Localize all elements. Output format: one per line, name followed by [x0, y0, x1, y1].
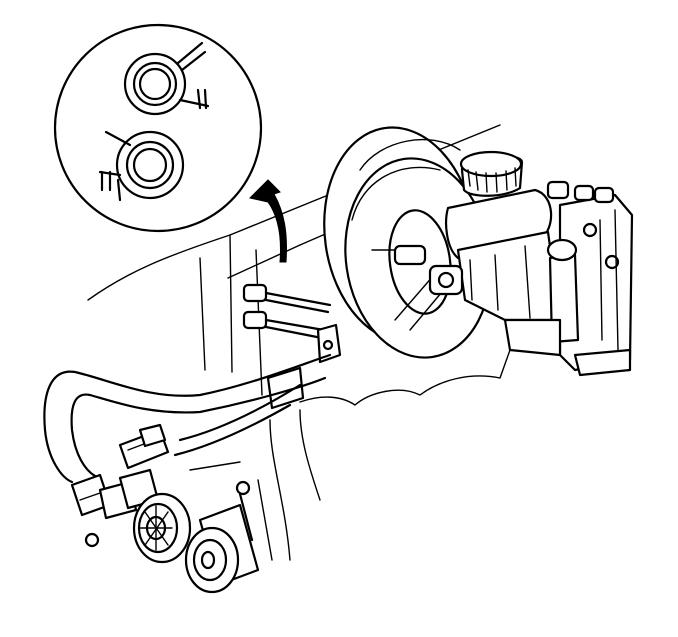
master-cylinder	[393, 150, 562, 322]
upper-fitting-detail	[123, 41, 210, 116]
tensioner-pulley	[184, 479, 273, 594]
pointer-arrow-icon	[249, 179, 287, 263]
hose-assembly	[43, 353, 332, 484]
hose-clamp	[118, 423, 170, 470]
reservoir-cap	[459, 150, 524, 197]
lower-fitting-detail	[98, 130, 185, 202]
idler-pulley	[132, 492, 192, 564]
pipe-bracket	[266, 323, 342, 410]
brake-line-fittings	[242, 283, 332, 340]
master-cylinder-ports	[393, 244, 464, 296]
abs-modulator	[503, 180, 634, 377]
detail-magnifier	[53, 23, 263, 233]
engine-outline	[189, 349, 511, 561]
